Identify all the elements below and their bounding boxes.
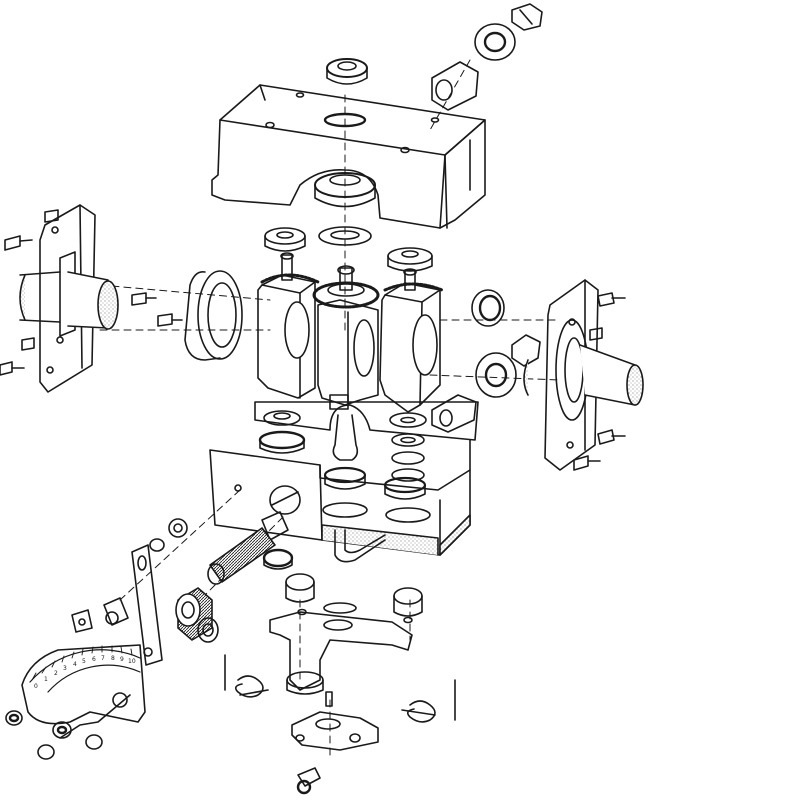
dial-number: 5 <box>82 658 86 665</box>
spacer-stack-left <box>258 410 306 454</box>
lower-frame <box>209 401 479 563</box>
dial-number: 10 <box>128 658 136 665</box>
hex-nut-top <box>511 3 543 31</box>
hex-bushing-top <box>431 61 479 111</box>
gear-block-center <box>312 265 380 410</box>
left-bracket-assembly <box>0 204 183 393</box>
bottom-lever-assembly <box>224 573 456 795</box>
dial-number: 7 <box>101 655 105 662</box>
side-hex-bushing <box>431 394 477 433</box>
assembly-axis-lines <box>99 59 561 761</box>
dial-tick-marks <box>31 645 133 681</box>
spring-right <box>406 700 436 723</box>
dial-number: 4 <box>73 661 77 668</box>
central-pulley <box>314 172 376 208</box>
dial-number: 0 <box>34 683 38 690</box>
left-lower-linkage <box>71 511 294 666</box>
dial-scale-plate <box>5 644 146 760</box>
spacer-stack-right <box>389 412 427 482</box>
right-side-fasteners <box>471 289 541 398</box>
top-right-fastener-stack <box>431 3 543 111</box>
dial-number: 8 <box>111 655 115 662</box>
top-housing <box>211 84 486 229</box>
gear-block-left <box>257 252 320 399</box>
top-cap-washer <box>326 58 368 85</box>
dial-number: 1 <box>44 676 48 683</box>
dial-scale-numbers: 0 1 2 3 4 5 6 7 8 9 10 <box>34 655 136 690</box>
washer-row-upper <box>264 226 433 272</box>
dial-number: 2 <box>54 670 58 677</box>
dial-number: 3 <box>63 665 67 672</box>
thick-washer-top <box>474 23 516 61</box>
right-bracket-assembly <box>523 279 644 471</box>
dial-number: 6 <box>92 656 96 663</box>
left-large-ring <box>184 270 243 361</box>
spring-left <box>234 675 264 698</box>
dial-number: 9 <box>120 656 124 663</box>
gear-block-right <box>379 268 444 413</box>
